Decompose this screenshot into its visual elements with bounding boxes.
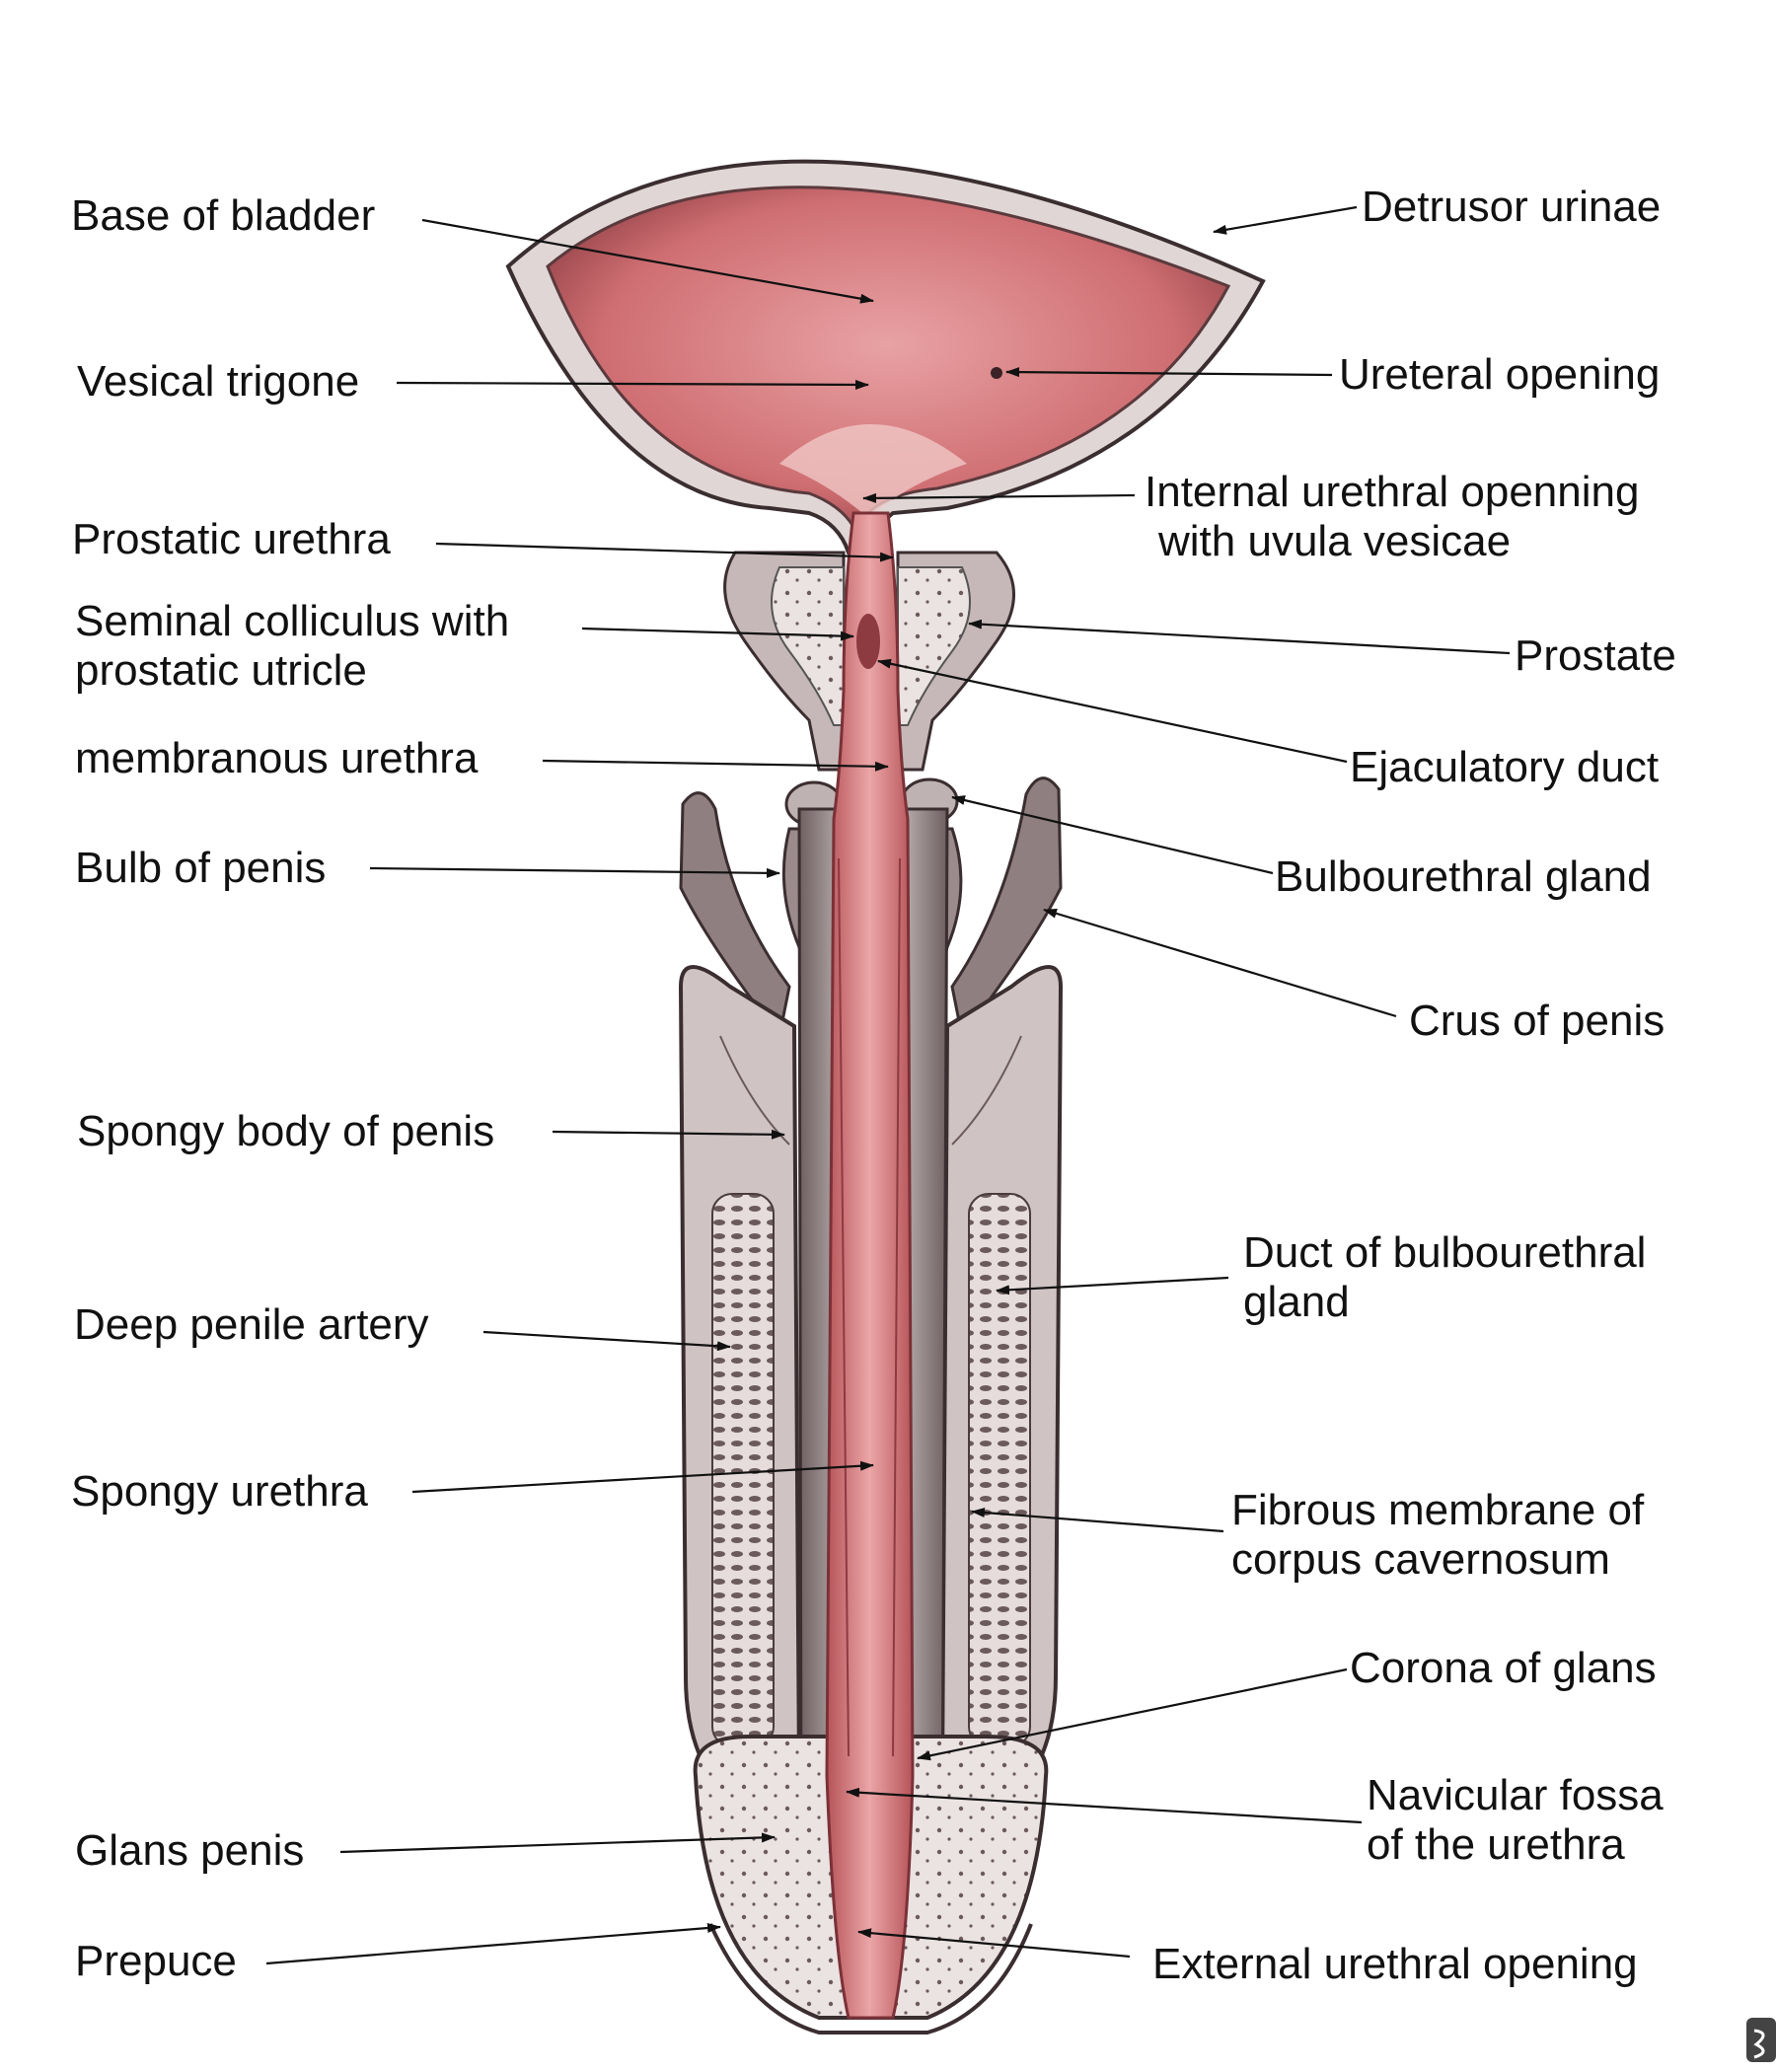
label-bulbourethral-gland: Bulbourethral gland (1275, 852, 1652, 901)
label-membranous-urethra: membranous urethra (75, 734, 479, 782)
ureteral-opening-dot (991, 367, 1002, 379)
label-vesical-trigone: Vesical trigone (77, 357, 360, 406)
prostate (723, 551, 1015, 772)
label-detrusor-urinae: Detrusor urinae (1362, 183, 1662, 231)
urethra (825, 511, 915, 2020)
label-base-of-bladder: Base of bladder (71, 191, 376, 240)
label-duct-of-bulbourethral-gland: Duct of bulbourethral gland (1243, 1228, 1647, 1326)
right-cavernous-tissue (968, 1193, 1031, 1747)
bladder (505, 159, 1266, 555)
label-navicular-fossa: Navicular fossa of the urethra (1367, 1771, 1664, 1869)
label-prostate: Prostate (1515, 631, 1676, 680)
label-bulb-of-penis: Bulb of penis (75, 844, 327, 892)
corpora-cavernosa (678, 965, 1064, 1803)
label-ejaculatory-duct: Ejaculatory duct (1350, 743, 1660, 791)
label-prostatic-urethra: Prostatic urethra (72, 515, 391, 563)
crura (679, 777, 1063, 1040)
label-spongy-body: Spongy body of penis (77, 1107, 495, 1155)
label-seminal-colliculus: Seminal colliculus with prostatic utricl… (75, 597, 510, 695)
label-corona-of-glans: Corona of glans (1350, 1644, 1657, 1692)
label-ureteral-opening: Ureteral opening (1339, 350, 1661, 399)
label-external-urethral-opening: External urethral opening (1152, 1940, 1638, 1988)
leader-lines (265, 205, 1511, 1965)
label-deep-penile-artery: Deep penile artery (74, 1300, 429, 1349)
prepuce-fold (708, 1923, 1033, 2035)
label-spongy-urethra: Spongy urethra (71, 1467, 368, 1516)
watermark-mark (1746, 2018, 1776, 2062)
bladder-lumen (546, 185, 1231, 543)
label-fibrous-membrane: Fibrous membrane of corpus cavernosum (1231, 1486, 1645, 1584)
label-prepuce: Prepuce (75, 1937, 237, 1985)
left-cavernous-tissue (711, 1193, 775, 1747)
label-crus-of-penis: Crus of penis (1409, 997, 1665, 1045)
trigone (779, 424, 967, 518)
seminal-colliculus (856, 614, 880, 669)
label-glans-penis: Glans penis (75, 1826, 305, 1875)
label-internal-urethral-opening: Internal urethral openning with uvula ve… (1145, 468, 1640, 565)
